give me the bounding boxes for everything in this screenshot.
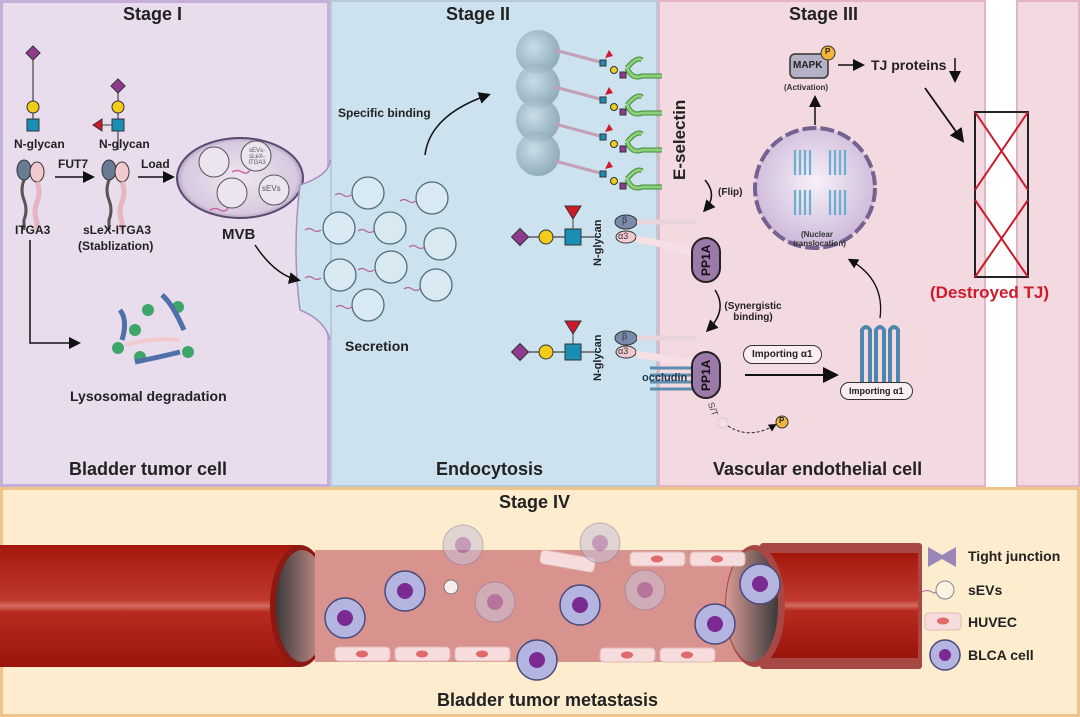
legend-sevs: sEVs [968,582,1003,598]
degradation-arrow [29,240,81,349]
legend-blca-cell: BLCA cell [968,647,1034,663]
nglycan-label-slex: N-glycan [99,137,150,151]
glycan-chain-itga3 [25,45,41,132]
tj-destruction-arrow [924,87,965,143]
mapk-phosphate-label: P [825,47,831,56]
nuclear-translocation-arrow [847,258,882,319]
fut7-label: FUT7 [58,157,88,171]
blood-vessel [0,543,922,669]
mapk-label: MAPK [793,60,823,71]
intercellular-gap [986,0,1016,487]
mvb-organelle [176,137,304,219]
specific-binding-label: Specific binding [338,106,431,120]
synergistic-arrow [705,289,721,333]
glycan-chain-slex-itga3 [92,78,126,150]
integrin-itga3 [16,159,45,230]
importing-a1-pill-box: Importing α1 [840,382,913,400]
bladder-tumor-metastasis-label: Bladder tumor metastasis [437,690,659,710]
e-selectin-label: E-selectin [670,99,689,180]
mvb-label: MVB [222,226,256,243]
stage2-title: Stage II [446,4,511,24]
slex-itga3-label: sLeX-ITGA3 [83,223,152,237]
lysosomal-degradation-label: Lysosomal degradation [70,388,227,404]
fucose-triangle-icon [92,118,103,132]
dephosphorylation-arrow [727,423,777,434]
synergistic-binding-label: (Synergistic binding) [724,301,782,323]
stage3-title: Stage III [789,4,859,24]
nuclear-translocation-label: (Nuclear translocation) [793,230,846,248]
legend-huvec: HUVEC [968,614,1018,630]
bladder-tumor-cell-label: Bladder tumor cell [69,459,228,479]
nglycan-label-upper: N-glycan [592,219,604,266]
flip-arrow [703,179,716,213]
secretion-arrow [254,244,301,284]
e-selectin-receptors [554,48,662,191]
pp1a-upper [691,237,721,283]
activation-label: (Activation) [784,83,828,92]
tight-junction-icon [928,547,956,567]
importing-a1-pill-arrow: Importing α1 [743,345,822,364]
stabilization-label: (Stablization) [78,239,154,253]
cell-membrane-secretion [295,159,331,341]
pp1a-upper-label: PP1A [699,244,713,276]
mvb-vesicle-slex-label: sEVs-sLeX-ITGA3 [248,148,266,166]
stage4-title: Stage IV [499,492,571,512]
glycan-integrin-lower [510,320,789,434]
beta-subunit-label-lower: β [622,331,628,341]
sialic-acid-diamond-icon [25,45,41,61]
nucleus [753,126,877,250]
mapk-box [789,53,829,79]
specific-binding-arrow [424,92,491,156]
stage1-title: Stage I [123,4,183,24]
secretion-label: Secretion [345,338,409,354]
importing-a1-helix-icon [860,325,900,385]
pp1a-lower-label: PP1A [699,359,713,391]
adjacent-endothelial-cell [1016,0,1080,487]
destroyed-tj-icon [974,111,1029,278]
beta-subunit-label: β [622,215,628,225]
mapk-phosphate-icon [820,45,836,61]
lysosomal-cluster-icon [112,293,194,365]
nglycan-label-lower: N-glycan [592,334,604,381]
legend-icons [921,547,962,671]
load-label: Load [141,157,170,171]
endocytosis-label: Endocytosis [436,459,544,479]
glycan-integrin-upper [510,205,721,283]
sev-icon [935,580,955,600]
secreted-sevs [322,176,457,322]
pp1a-lower [691,351,721,399]
stage1-panel [0,0,330,487]
mvb-vesicle-sevs-label: sEVs [262,184,281,193]
alpha3-subunit-label-lower: α3 [618,346,629,356]
destroyed-tj-label: (Destroyed TJ) [930,283,1050,302]
phosphate-label: P [779,416,785,425]
bound-sevs-stack [516,30,560,176]
occludin-label: occludin [642,372,688,384]
vascular-endothelial-cell-label: Vascular endothelial cell [713,459,923,479]
nglycan-label-itga3: N-glycan [14,137,65,151]
galactose-circle-icon [26,100,40,114]
legend-tight-junction: Tight junction [968,548,1061,564]
flip-label: (Flip) [718,187,743,198]
alpha3-subunit-label: α3 [618,231,629,241]
blca-cells [324,522,781,681]
itga3-label: ITGA3 [15,223,51,237]
sev-in-vessel [443,579,459,595]
integrin-slex-itga3 [101,159,130,230]
tj-proteins-label: TJ proteins [871,57,947,73]
glcnac-square-icon [26,118,40,132]
phosphate-icon [775,415,789,429]
